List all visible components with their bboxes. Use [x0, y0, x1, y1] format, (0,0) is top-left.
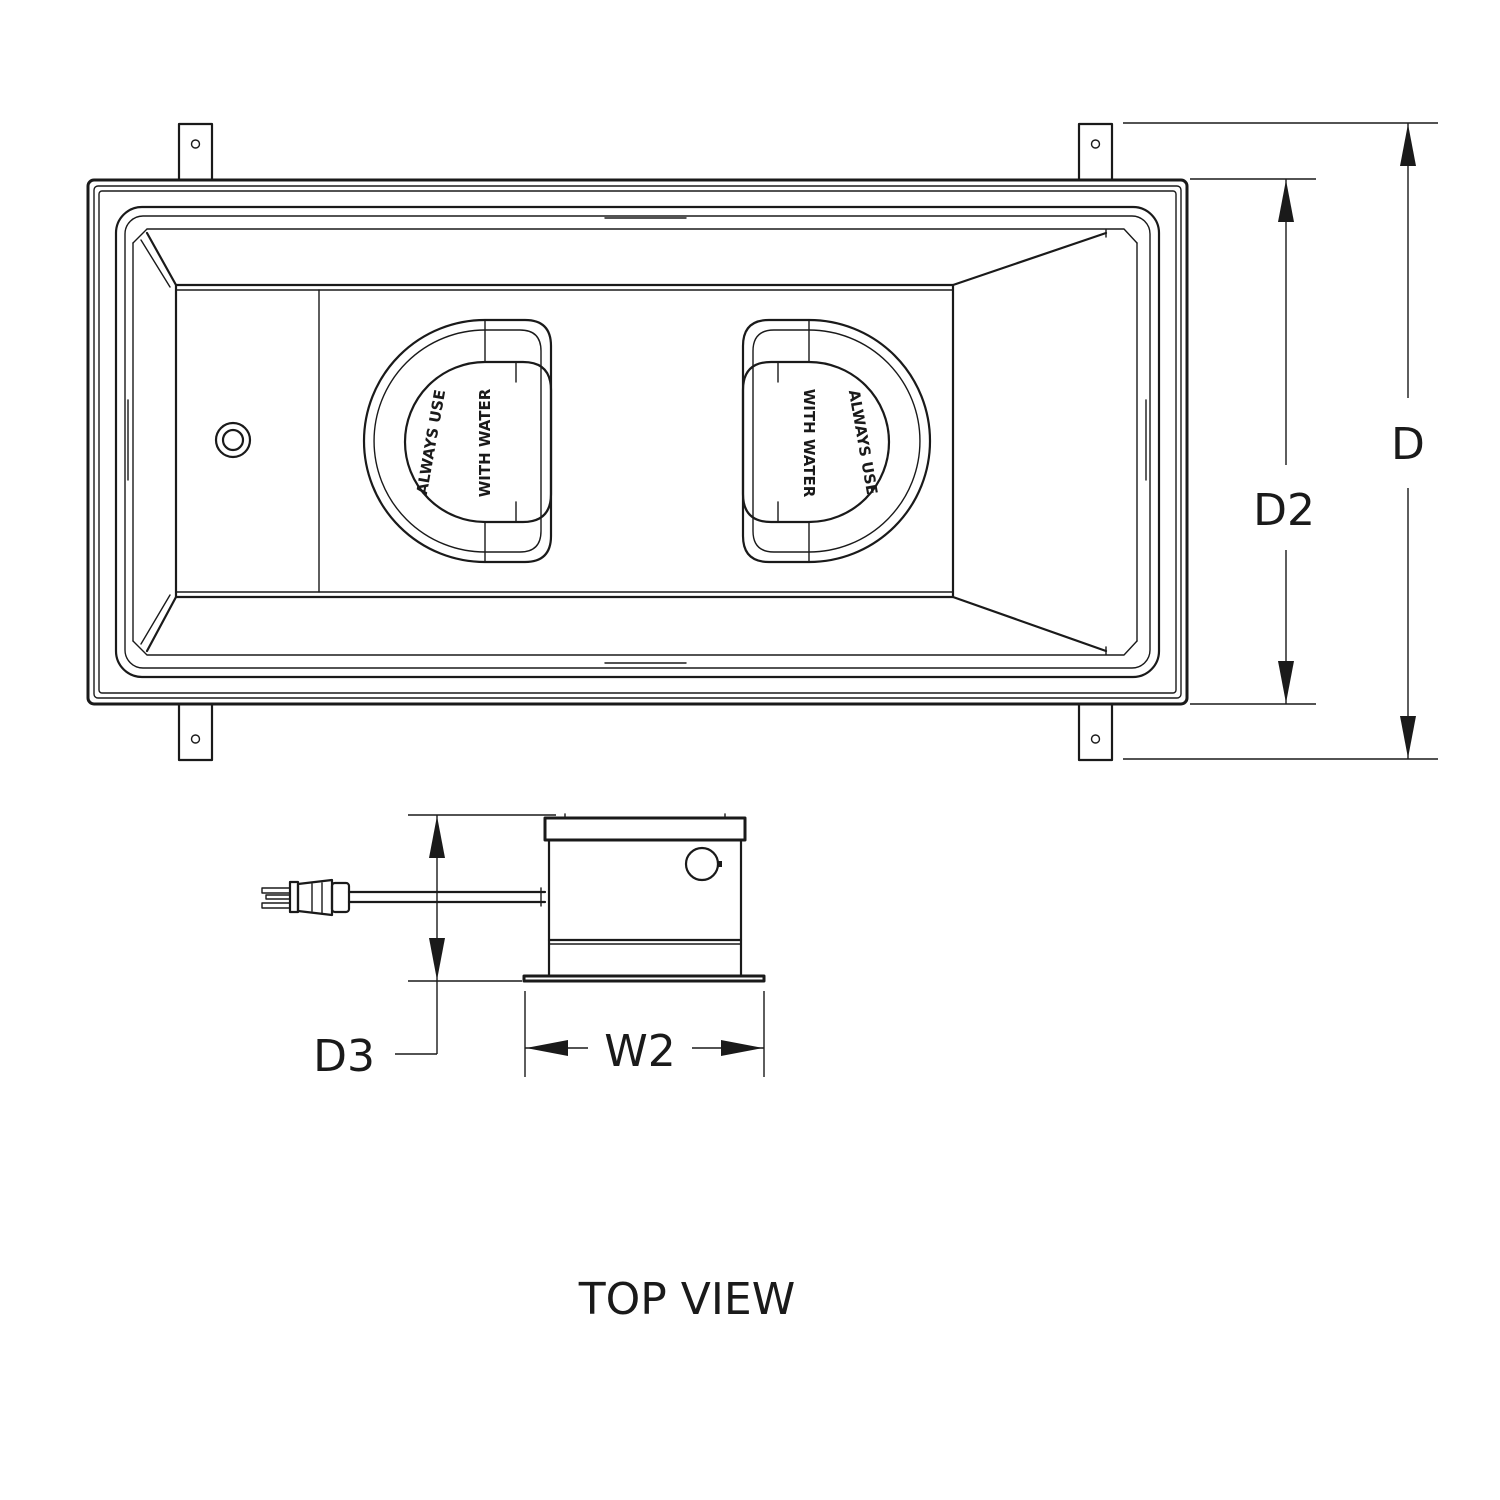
dimension-d-arrow-top [1400, 124, 1416, 166]
dimension-d3-arrow-top [429, 816, 445, 858]
mounting-tab-top-right [1077, 122, 1114, 182]
mounting-tab-top-left [177, 122, 214, 182]
dimension-d2-arrow-top [1278, 180, 1294, 222]
mounting-tab-bottom-left [177, 702, 214, 762]
heater-stamp-bottom-right: WITH WATER [800, 389, 818, 498]
pan-frame [86, 178, 1189, 706]
well-floor [140, 231, 1108, 653]
dimension-w2: W2 [524, 991, 765, 1077]
heater-element-right: ALWAYS USE WITH WATER [741, 318, 932, 564]
dimension-d: D [1123, 122, 1438, 760]
dimension-d3-arrow-bottom [429, 938, 445, 980]
heater-stamp-bottom-left: WITH WATER [476, 388, 494, 497]
dimension-d2-label: D2 [1253, 485, 1315, 536]
dimension-d-arrow-bottom [1400, 716, 1416, 758]
well-rim [114, 205, 1161, 679]
dimension-w2-arrow-left [526, 1040, 568, 1056]
element-box-side-view [522, 813, 766, 983]
dimension-d2: D2 [1190, 178, 1316, 705]
dimension-d-label: D [1391, 419, 1425, 470]
mounting-tab-bottom-right [1077, 702, 1114, 762]
thermostat-knob-icon [684, 846, 720, 882]
drain-icon [214, 421, 252, 459]
dimension-d2-arrow-bottom [1278, 661, 1294, 703]
heater-stamp-top-right: ALWAYS USE [845, 388, 881, 496]
dimension-d3-label: D3 [313, 1031, 375, 1082]
heater-element-left: ALWAYS USE WITH WATER [362, 318, 553, 564]
dimension-d3: D3 [313, 814, 556, 1082]
power-cord [347, 887, 547, 907]
view-title: TOP VIEW [578, 1274, 795, 1325]
dimension-w2-arrow-right [721, 1040, 763, 1056]
heater-stamp-top-left: ALWAYS USE [413, 388, 449, 496]
dimension-w2-label: W2 [604, 1026, 676, 1077]
power-plug-icon [261, 878, 351, 917]
